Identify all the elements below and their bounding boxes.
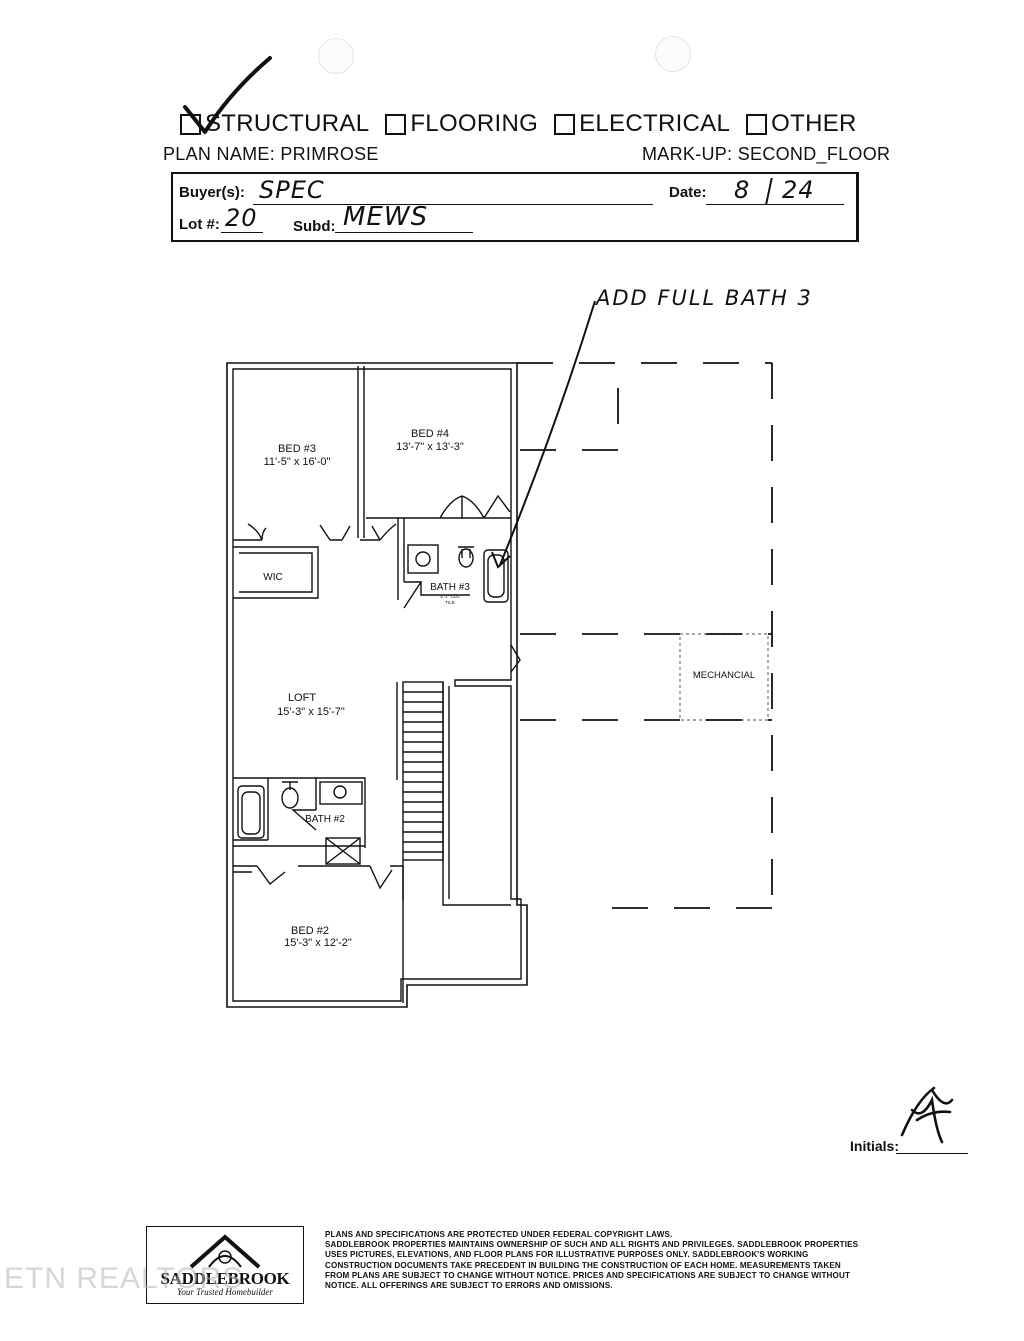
markup-label: MARK-UP: SECOND_FLOOR <box>642 144 891 164</box>
plan-name: PLAN NAME: PRIMROSE <box>163 144 379 164</box>
category-label-other: OTHER <box>771 110 857 137</box>
vanity-bath2 <box>319 781 363 805</box>
sub-bath3: 5'-1" CLG <box>440 594 460 599</box>
linen-closet-bath2 <box>325 837 361 865</box>
tub-bath3-inner <box>487 554 505 598</box>
label-bed3: BED #3 <box>278 443 316 455</box>
disclaimer-line-4: CONSTRUCTION DOCUMENTS TAKE PRECEDENT IN… <box>325 1260 841 1270</box>
category-label-flooring: FLOORING <box>410 110 539 137</box>
category-flooring[interactable]: FLOORING <box>385 110 538 138</box>
punch-hole-left <box>318 38 354 74</box>
lot-field[interactable]: 20 <box>221 204 263 233</box>
tub-bath3 <box>483 549 509 603</box>
size-bed4: 13'-7" x 13'-3" <box>396 441 464 453</box>
stair-side-wall <box>442 682 511 906</box>
subd-field[interactable]: MEWS <box>335 202 473 233</box>
checkbox-flooring[interactable] <box>385 113 407 135</box>
disclaimer-line-3: USES PICTURES, ELEVATIONS, AND FLOOR PLA… <box>325 1250 809 1260</box>
linen-closet-x <box>325 837 361 865</box>
stair-treads <box>403 691 443 853</box>
category-electrical[interactable]: ELECTRICAL <box>554 110 730 138</box>
toilet-bath3 <box>458 546 474 568</box>
vanity-bath3 <box>407 544 439 574</box>
toilet-bath2 <box>281 781 299 809</box>
logo-tagline: Your Trusted Homebuilder <box>177 1287 273 1297</box>
size-bed2: 15'-3" x 12'-2" <box>284 937 352 949</box>
tub-bath2-inner <box>241 791 261 835</box>
wall-bed3-bed4 <box>357 366 365 538</box>
leader-arrow-head <box>491 551 511 569</box>
date-month: 8 <box>734 176 751 204</box>
door-swing-mech <box>510 644 521 673</box>
label-bath3: BATH #3 <box>430 582 470 593</box>
wall-bed4-south <box>364 517 404 600</box>
buyer-label: Buyer(s): <box>179 184 245 201</box>
dashed-outline-inner <box>520 363 619 451</box>
wall-wic <box>233 546 319 599</box>
door-swing-closet-bed4-b <box>483 494 511 519</box>
tub-bath2 <box>237 785 265 839</box>
disclaimer-line-5: FROM PLANS ARE SUBJECT TO CHANGE WITHOUT… <box>325 1270 851 1280</box>
initials-signature-icon <box>900 1086 954 1144</box>
watermark: ETN REALTORS <box>4 1262 244 1295</box>
label-wic: WIC <box>263 572 282 583</box>
door-swing-bed2-b <box>369 865 393 890</box>
size-loft: 15'-3" x 15'-7" <box>277 706 345 718</box>
logo-roof-icon <box>189 1234 261 1269</box>
door-swing-bed2-a <box>256 865 286 886</box>
disclaimer: PLANS AND SPECIFICATIONS ARE PROTECTED U… <box>325 1230 858 1291</box>
lot-label: Lot #: <box>179 216 220 233</box>
disclaimer-line-6: NOTICE. ALL OFFERINGS ARE SUBJECT TO ERR… <box>325 1281 613 1291</box>
label-loft: LOFT <box>288 692 316 704</box>
lot-value: 20 <box>225 204 258 232</box>
category-label-structural: STRUCTURAL <box>205 110 370 137</box>
checkbox-other[interactable] <box>746 113 768 135</box>
logo-name: SADDLEBROOK <box>160 1269 290 1288</box>
subd-label: Subd: <box>293 218 336 235</box>
saddlebrook-logo: SADDLEBROOK Your Trusted Homebuilder <box>146 1226 304 1304</box>
wall-bed2 <box>233 865 404 1003</box>
category-structural[interactable]: STRUCTURAL <box>180 110 369 138</box>
label-bath2: BATH #2 <box>305 814 345 825</box>
date-field[interactable]: 8 24 <box>706 176 844 205</box>
stair-left-wall <box>396 682 404 900</box>
subd-value: MEWS <box>343 202 429 232</box>
date-label: Date: <box>669 184 707 201</box>
leader-arrow-line <box>499 300 596 566</box>
initials-line[interactable] <box>896 1153 968 1154</box>
outer-wall <box>226 362 528 1008</box>
label-bed2: BED #2 <box>291 925 329 937</box>
disclaimer-line-2: SADDLEBROOK PROPERTIES MAINTAINS OWNERSH… <box>325 1240 859 1250</box>
door-swing-bed4 <box>371 523 397 541</box>
wall-bath3 <box>403 517 511 609</box>
label-mechanical: MECHANCIAL <box>693 670 755 681</box>
sub2-bath3: TILE <box>445 600 455 605</box>
initials-label: Initials: <box>850 1138 900 1154</box>
markup-note: ADD FULL BATH 3 <box>596 286 813 310</box>
category-checkbox-row: STRUCTURAL FLOORING ELECTRICAL OTHER <box>180 104 880 144</box>
date-day: 24 <box>782 176 815 204</box>
door-swing-bed3-b <box>319 524 351 541</box>
size-bed3: 11'-5" x 16'-0" <box>264 456 331 468</box>
sink-bath2 <box>333 785 347 799</box>
check-mark-icon <box>183 56 272 134</box>
disclaimer-line-1: PLANS AND SPECIFICATIONS ARE PROTECTED U… <box>325 1230 673 1239</box>
wall-bath2 <box>233 777 366 848</box>
wall-wic-inner <box>239 552 313 593</box>
stair-outline <box>402 681 444 861</box>
door-swing-closet-bed4 <box>439 495 485 519</box>
category-other[interactable]: OTHER <box>746 110 857 138</box>
category-label-electrical: ELECTRICAL <box>579 110 731 137</box>
checkbox-structural[interactable] <box>180 113 201 135</box>
sink-bath3 <box>415 551 431 567</box>
buyer-form: Buyer(s): SPEC Date: 8 24 Lot #: 20 Subd… <box>171 172 859 242</box>
outer-wall-inner <box>232 368 522 1002</box>
checkbox-electrical[interactable] <box>554 113 576 135</box>
buyer-field[interactable]: SPEC <box>253 176 653 205</box>
punch-hole-right <box>655 36 691 72</box>
label-bed4: BED #4 <box>411 428 449 440</box>
door-swing-bed3-a <box>247 523 267 541</box>
buyer-value: SPEC <box>259 176 325 204</box>
